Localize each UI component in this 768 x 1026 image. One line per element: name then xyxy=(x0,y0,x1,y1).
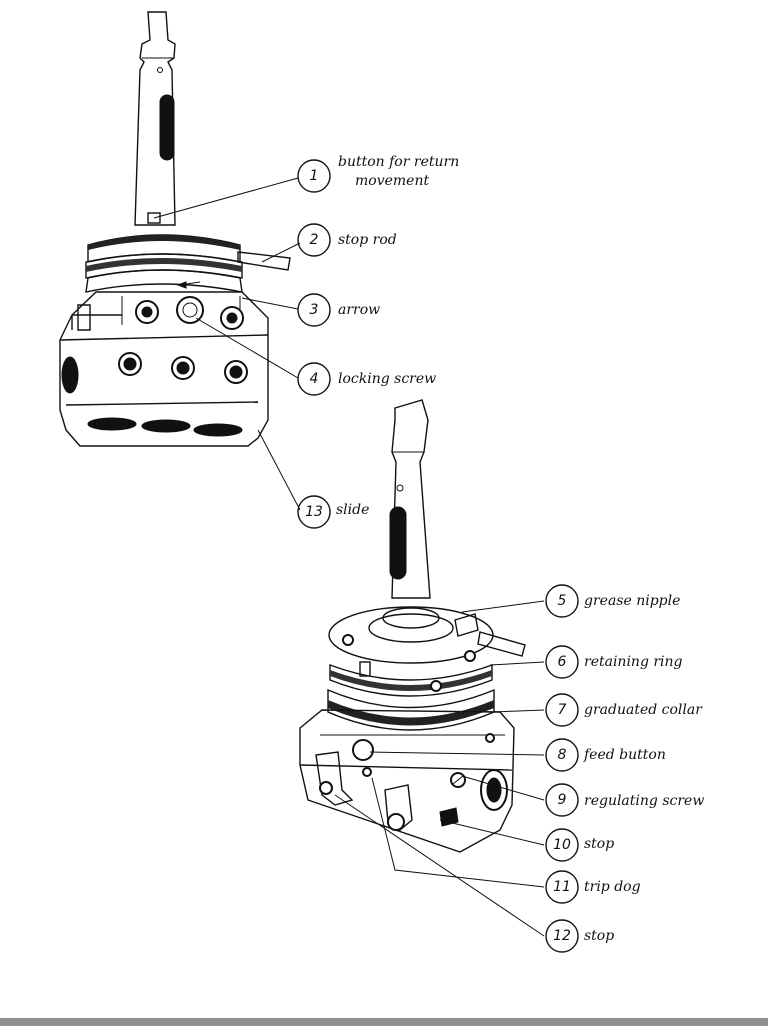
lower-boring-head xyxy=(299,399,526,853)
svg-text:13: 13 xyxy=(305,504,323,520)
callout-8: 8 feed button xyxy=(545,738,666,772)
svg-text:slide: slide xyxy=(336,502,369,518)
svg-text:feed button: feed button xyxy=(583,747,666,763)
upper-boring-head xyxy=(59,11,291,447)
callout-13: 13 slide xyxy=(297,495,369,529)
svg-text:1: 1 xyxy=(310,168,319,184)
svg-text:regulating screw: regulating screw xyxy=(584,793,704,809)
svg-text:stop: stop xyxy=(584,836,614,852)
callout-4: 4 locking screw xyxy=(297,362,436,396)
svg-text:6: 6 xyxy=(558,654,567,670)
svg-text:3: 3 xyxy=(310,302,319,318)
svg-text:retaining ring: retaining ring xyxy=(584,654,683,670)
svg-text:10: 10 xyxy=(553,837,571,853)
svg-text:5: 5 xyxy=(558,593,567,609)
svg-text:8: 8 xyxy=(558,747,567,763)
svg-text:11: 11 xyxy=(553,879,571,895)
svg-text:stop: stop xyxy=(584,928,614,944)
svg-text:4: 4 xyxy=(310,371,319,387)
svg-text:stop rod: stop rod xyxy=(338,232,397,248)
callout-7: 7 graduated collar xyxy=(545,693,703,727)
callout-3: 3 arrow xyxy=(297,293,380,327)
svg-text:12: 12 xyxy=(553,928,571,944)
callout-9: 9 regulating screw xyxy=(545,783,704,817)
svg-text:7: 7 xyxy=(558,702,567,718)
svg-text:graduated collar: graduated collar xyxy=(584,702,703,718)
leader-lines xyxy=(153,177,545,937)
svg-text:grease nipple: grease nipple xyxy=(584,593,680,609)
callout-11: 11 trip dog xyxy=(545,870,641,904)
callout-6: 6 retaining ring xyxy=(545,645,683,679)
svg-text:locking screw: locking screw xyxy=(338,371,436,387)
svg-text:9: 9 xyxy=(558,792,567,808)
svg-text:button for return: button for return xyxy=(338,154,459,170)
callout-10: 10 stop xyxy=(545,828,614,862)
bottom-bar xyxy=(0,1018,768,1026)
svg-text:2: 2 xyxy=(310,232,319,248)
callout-1: 1 button for return movement xyxy=(297,154,459,193)
callout-12: 12 stop xyxy=(545,919,614,953)
svg-text:trip dog: trip dog xyxy=(584,879,641,895)
callout-5: 5 grease nipple xyxy=(545,584,680,618)
svg-text:movement: movement xyxy=(355,173,429,189)
svg-text:arrow: arrow xyxy=(338,302,380,318)
callout-2: 2 stop rod xyxy=(297,223,397,257)
